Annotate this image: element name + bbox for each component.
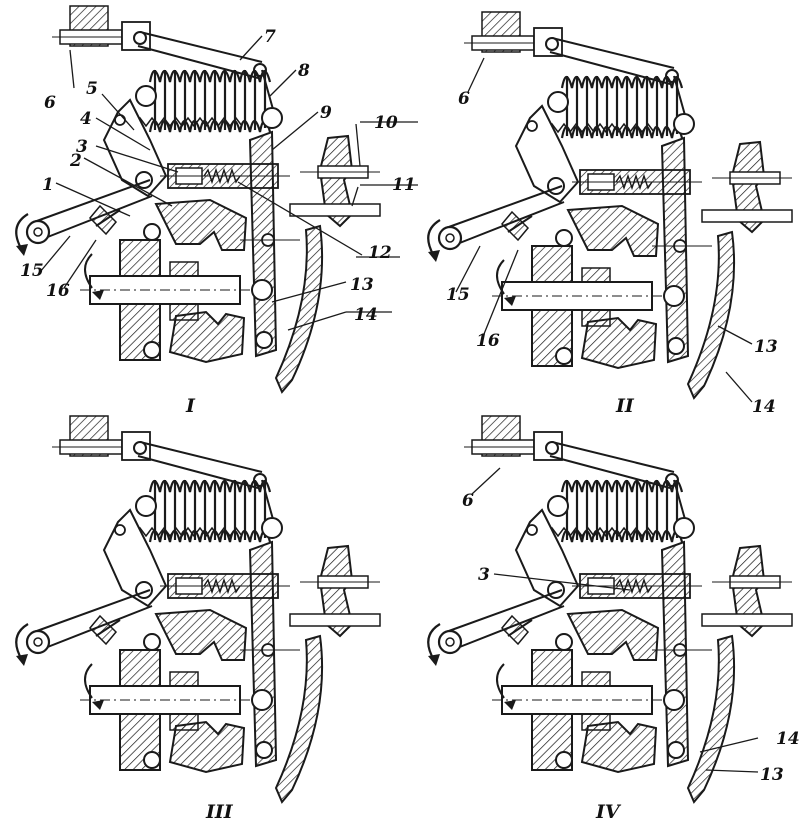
leader-lines-panel-ii <box>455 57 753 403</box>
panel-i <box>14 4 382 394</box>
callout-15: 15 <box>446 285 470 305</box>
callout-8: 8 <box>297 61 310 81</box>
panel-label-i: I <box>185 395 196 417</box>
panel-label-iv: IV <box>595 801 622 823</box>
callout-13: 13 <box>350 275 374 295</box>
panel-iii <box>14 414 382 804</box>
callout-15: 15 <box>20 261 44 281</box>
callouts-panel-i: 6 7 8 5 4 3 9 10 11 12 2 1 13 14 15 16 <box>20 27 416 325</box>
callout-16: 16 <box>46 281 70 301</box>
callout-4: 4 <box>80 109 92 129</box>
callout-13: 13 <box>754 337 778 357</box>
callout-1: 1 <box>42 175 54 195</box>
callout-14: 14 <box>776 729 800 749</box>
callout-14: 14 <box>354 305 378 325</box>
leader-lines-panel-iv <box>471 467 759 773</box>
callout-16: 16 <box>476 331 500 351</box>
callouts-panel-iv: 6 3 14 13 <box>462 491 800 785</box>
callout-11: 11 <box>392 175 416 195</box>
callout-3: 3 <box>478 565 490 585</box>
callout-12: 12 <box>368 243 392 263</box>
callout-13: 13 <box>760 765 784 785</box>
callout-14: 14 <box>752 397 776 417</box>
leader-lines-panel-i <box>39 35 418 331</box>
callouts-panel-ii: 6 15 16 13 14 <box>446 89 778 417</box>
callout-9: 9 <box>320 103 332 123</box>
callout-2: 2 <box>69 151 82 171</box>
panel-label-iii: III <box>205 801 234 823</box>
callout-7: 7 <box>264 27 276 47</box>
panel-iv <box>426 414 794 804</box>
callout-10: 10 <box>374 113 398 133</box>
callout-5: 5 <box>86 79 98 99</box>
callout-6: 6 <box>44 93 56 113</box>
callout-3: 3 <box>76 137 88 157</box>
callout-6: 6 <box>458 89 470 109</box>
callout-6: 6 <box>462 491 474 511</box>
panel-label-ii: II <box>615 395 635 417</box>
